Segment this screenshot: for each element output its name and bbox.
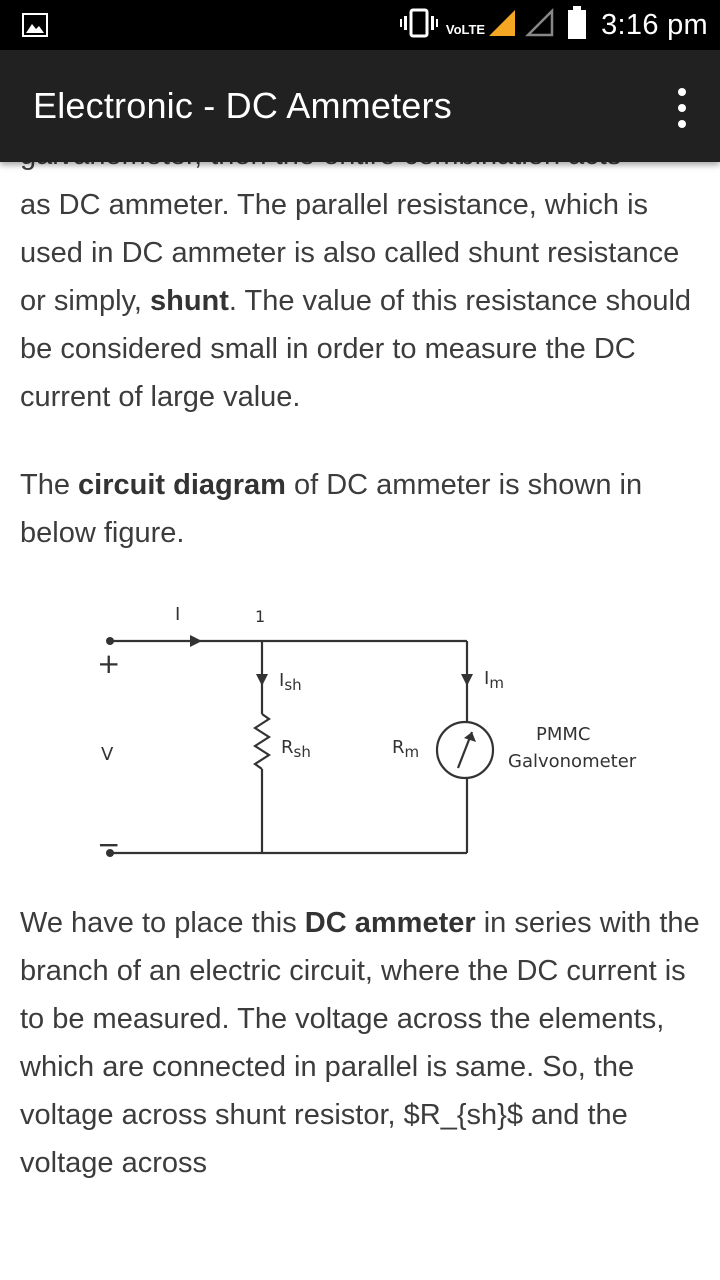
bold-term-circuit-diagram: circuit diagram <box>78 469 286 501</box>
label-minus-terminal: − <box>97 828 120 861</box>
paragraph-text: in series with the branch of an electric… <box>20 907 700 1179</box>
paragraph-circuit-intro: The circuit diagram of DC ammeter is sho… <box>20 461 700 557</box>
volte-label: VoLTE <box>445 21 486 37</box>
app-bar: Electronic - DC Ammeters <box>0 50 720 162</box>
label-node-1: 1 <box>255 607 265 626</box>
paragraph-shunt: as DC ammeter. The parallel resistance, … <box>20 181 700 421</box>
paragraph-text: We have to place this <box>20 907 305 939</box>
bold-term-shunt: shunt <box>149 285 229 317</box>
label-current-i: I <box>175 604 180 625</box>
label-voltage-v: V <box>101 744 114 765</box>
paragraph-text: The <box>20 469 79 501</box>
paragraph-text: as DC ammeter. The parallel resistance, … <box>20 189 680 317</box>
signal-icon <box>487 8 517 43</box>
label-im: Im <box>484 668 504 692</box>
bold-term-dc-ammeter: DC ammeter <box>304 907 476 939</box>
dc-ammeter-circuit-figure: I 1 + V − Ish Rsh Rm Im PMMC Galvonomete… <box>97 604 637 861</box>
label-rm: Rm <box>392 737 419 761</box>
battery-icon <box>567 5 587 45</box>
gallery-notification-icon <box>22 13 48 42</box>
page-title: Electronic - DC Ammeters <box>33 85 452 126</box>
label-ish: Ish <box>279 670 302 694</box>
paragraph-dc-ammeter-series: We have to place this DC ammeter in seri… <box>20 899 700 1187</box>
label-galvonometer: Galvonometer <box>508 751 637 772</box>
more-vert-icon[interactable] <box>672 88 692 128</box>
label-pmmc: PMMC <box>536 724 590 745</box>
label-plus-terminal: + <box>97 647 120 680</box>
paragraph-text: of DC ammeter is shown in below figure. <box>20 469 643 549</box>
status-time: 3:16 pm <box>601 8 708 41</box>
label-rsh: Rsh <box>281 737 311 761</box>
signal-secondary-icon <box>525 7 555 43</box>
status-bar: VoLTE 3:16 pm <box>0 0 720 50</box>
vibrate-icon <box>399 8 438 43</box>
paragraph-text: . The value of this resistance should be… <box>20 285 692 413</box>
